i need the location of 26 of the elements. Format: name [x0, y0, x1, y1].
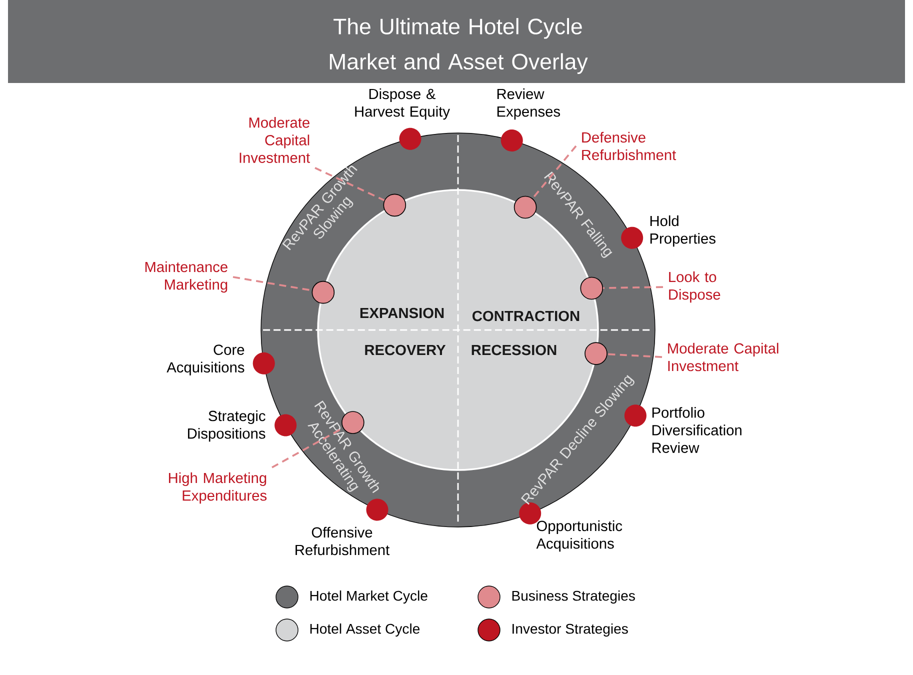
leader-line [532, 145, 577, 200]
strategy-label: Look to Dispose [669, 271, 720, 303]
legend-label: Investor Strategies [512, 623, 628, 637]
quadrant-label: EXPANSION [360, 308, 444, 318]
legend-label: Hotel Asset Cycle [310, 623, 420, 637]
leader-line [232, 276, 312, 292]
leader-line [314, 167, 385, 202]
strategy-label: Dispose & Harvest Equity [355, 88, 450, 120]
legend-label: Hotel Market Cycle [310, 590, 428, 604]
strategy-label: Moderate Capital Investment [240, 117, 310, 163]
quadrant-label: RECESSION [472, 344, 556, 356]
strategy-label: Maintenance Marketing [145, 261, 228, 293]
strategy-label: Offensive Refurbishment [296, 526, 390, 556]
strategy-label: High Marketing Expenditures [168, 472, 267, 504]
quadrant-label: CONTRACTION [472, 310, 580, 322]
strategy-label: Moderate Capital Investment [668, 342, 778, 372]
legend-label: Business Strategies [512, 590, 635, 604]
quadrant-label: RECOVERY [365, 344, 446, 356]
strategy-label: Hold Properties [650, 215, 716, 247]
strategy-label: Strategic Dispositions [188, 410, 266, 442]
title-banner: The Ultimate Hotel Cycle Market and Asset Overlay [8, 0, 905, 83]
strategy-label: Core Acquisitions [166, 344, 244, 376]
strategy-label: Review Expenses [497, 88, 560, 120]
strategy-label: Portfolio Diversification Review [652, 407, 742, 453]
strategy-label: Opportunistic Acquisitions [536, 520, 622, 552]
strategy-label: Defensive Refurbishment [582, 132, 676, 160]
